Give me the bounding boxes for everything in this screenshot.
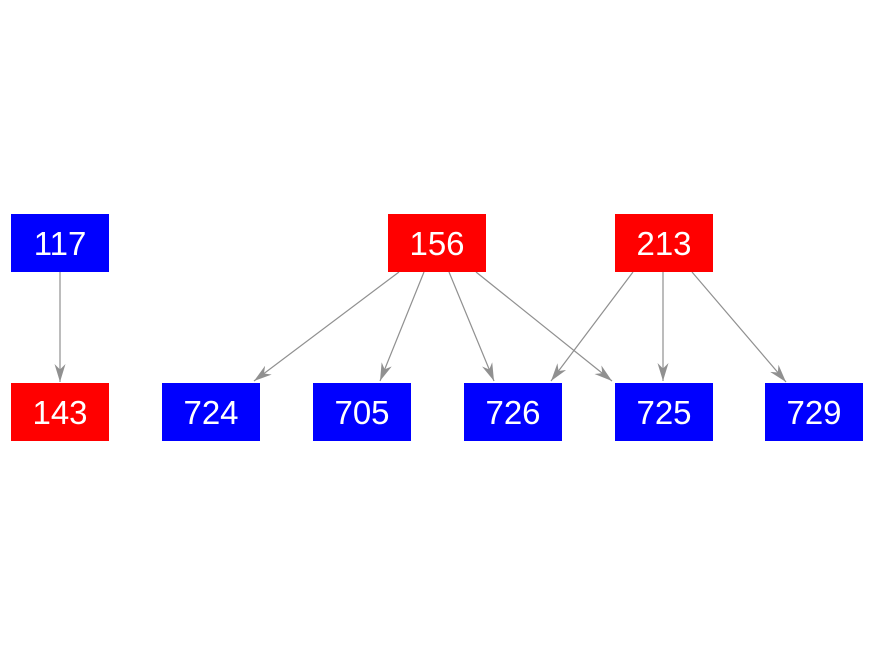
node-143: 143 <box>11 383 109 441</box>
node-726: 726 <box>464 383 562 441</box>
edge-213-729 <box>691 271 787 383</box>
node-729: 729 <box>765 383 863 441</box>
edge-156-726 <box>448 271 495 382</box>
node-724: 724 <box>162 383 260 441</box>
node-213: 213 <box>615 214 713 272</box>
node-725: 725 <box>615 383 713 441</box>
node-156: 156 <box>388 214 486 272</box>
node-705: 705 <box>313 383 411 441</box>
node-117: 117 <box>11 214 109 272</box>
edge-156-724 <box>253 271 400 382</box>
edge-213-726 <box>550 271 634 382</box>
edge-156-705 <box>379 271 425 382</box>
edge-156-725 <box>475 271 613 382</box>
